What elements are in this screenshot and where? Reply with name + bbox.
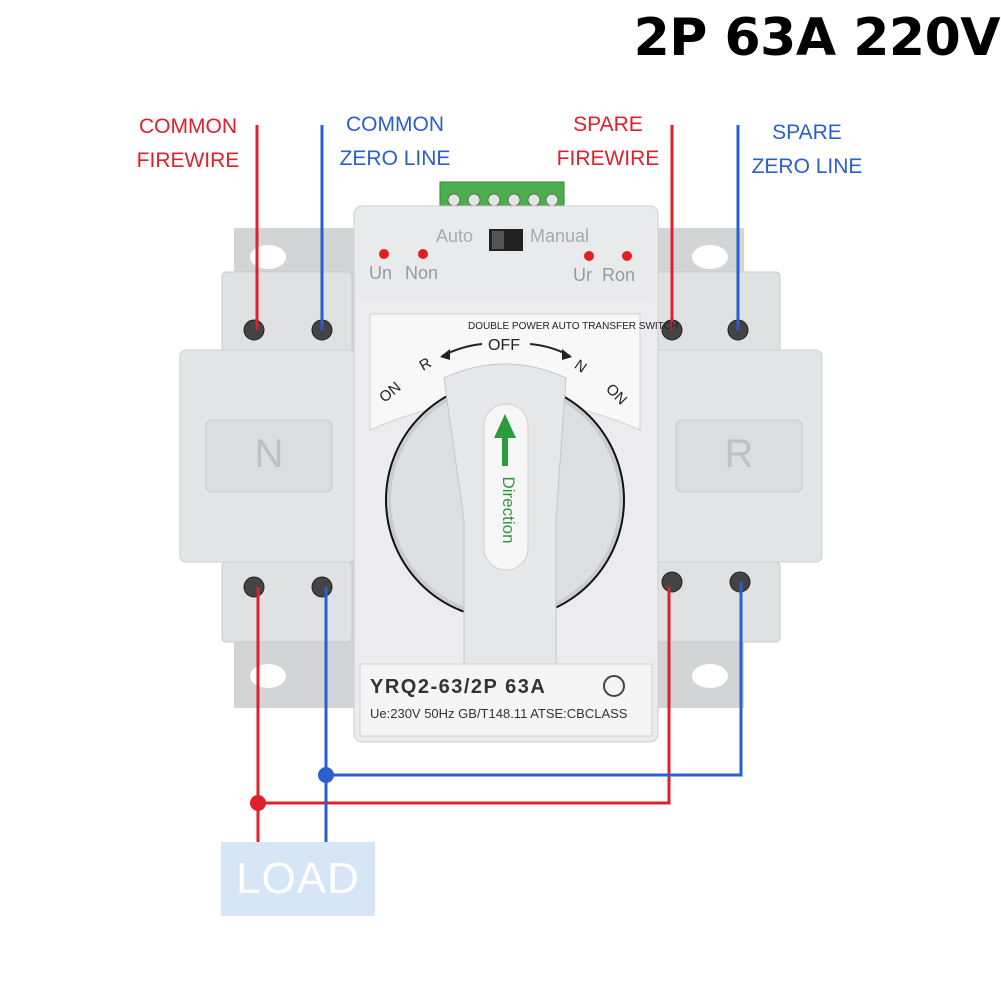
label-common-firewire: COMMON FIREWIRE: [128, 110, 248, 178]
label-spare-zero-line: SPARE ZERO LINE: [742, 116, 872, 184]
block-screw-4: [507, 193, 521, 207]
mode-manual-label: Manual: [530, 226, 590, 246]
screw-bottom-1: [243, 576, 265, 598]
model-number: YRQ2-63/2P 63A: [370, 676, 547, 698]
dial-off: OFF: [488, 337, 520, 354]
mount-hole-tl: [250, 245, 286, 269]
led-un-label: Un: [369, 263, 393, 283]
led-non-label: Non: [405, 263, 439, 283]
block-screw-1: [447, 193, 461, 207]
mode-auto-label: Auto: [436, 226, 474, 246]
label-spare-firewire-line1: SPARE: [573, 113, 643, 136]
label-spare-zero-line-line1: SPARE: [772, 121, 842, 144]
mount-hole-br: [692, 664, 728, 688]
led-ron-label: Ron: [602, 265, 636, 285]
led-ur-label: Ur: [573, 265, 592, 285]
top-panel: [356, 208, 656, 298]
spec-line: Ue:230V 50Hz GB/T148.11 ATSE:CBCLASS: [370, 706, 628, 721]
bottom-left-terminal-housing: [221, 561, 353, 643]
handle-direction-label: Direction: [499, 476, 518, 544]
junction-fire: [250, 795, 266, 811]
wire-spare-fire-to-load: [258, 587, 671, 805]
screw-bottom-3: [661, 571, 683, 593]
arrow-left-head: [440, 349, 450, 360]
label-spare-firewire: SPARE FIREWIRE: [548, 108, 668, 176]
wire-spare-zero-to-load: [326, 582, 743, 777]
label-common-firewire-line1: COMMON: [139, 115, 237, 138]
right-side-plate: [675, 419, 803, 493]
label-spare-firewire-line2: FIREWIRE: [556, 147, 660, 170]
label-common-firewire-line2: FIREWIRE: [136, 149, 240, 172]
screw-top-1: [243, 319, 265, 341]
block-screw-3: [487, 193, 501, 207]
led-un: [379, 249, 389, 259]
led-ron: [622, 251, 632, 261]
block-screw-2: [467, 193, 481, 207]
mount-hole-bl: [250, 664, 286, 688]
left-side-plate: [205, 419, 333, 493]
load-box: LOAD: [221, 842, 375, 916]
mode-switch-knob: [492, 231, 504, 249]
screw-bottom-2: [311, 576, 333, 598]
handle-label-strip: [483, 403, 529, 571]
led-ur: [584, 251, 594, 261]
page-title: 2P 63A 220V: [633, 8, 1001, 68]
block-screw-6: [545, 193, 559, 207]
block-screw-5: [527, 193, 541, 207]
dial-header: DOUBLE POWER AUTO TRANSFER SWITCH: [468, 321, 679, 332]
direction-arrow-shaft: [502, 436, 508, 466]
mount-hole-tr: [692, 245, 728, 269]
label-common-zero-line-line2: ZERO LINE: [339, 147, 451, 170]
direction-arrow-icon: [494, 414, 516, 438]
led-non: [418, 249, 428, 259]
label-common-zero-line-line1: COMMON: [346, 113, 444, 136]
label-spare-zero-line-line2: ZERO LINE: [751, 155, 863, 178]
model-plate: [359, 663, 653, 737]
top-left-terminal-housing: [221, 271, 353, 353]
arrow-right-head: [562, 349, 572, 360]
side-left-label: N: [254, 432, 284, 476]
label-common-zero-line: COMMON ZERO LINE: [330, 108, 460, 176]
ccc-mark-icon: [603, 675, 625, 697]
junction-zero: [318, 767, 334, 783]
side-right-label: R: [724, 432, 754, 476]
